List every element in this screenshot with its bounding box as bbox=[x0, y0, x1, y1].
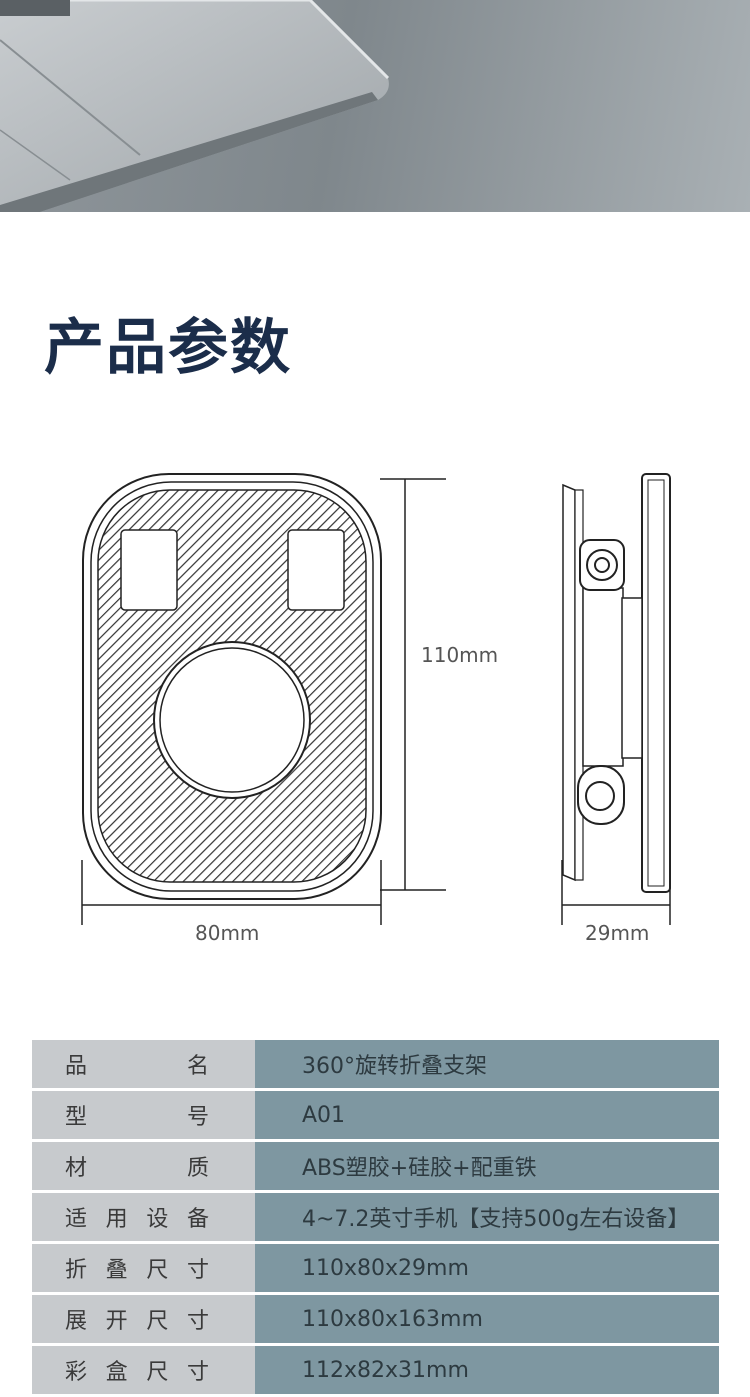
spec-value: 112x82x31mm bbox=[255, 1344, 719, 1397]
table-row: 材质 ABS塑胶+硅胶+配重铁 bbox=[32, 1140, 719, 1193]
spec-value: 4~7.2英寸手机【支持500g左右设备】 bbox=[255, 1191, 719, 1244]
height-dimension-line bbox=[380, 478, 446, 891]
table-row: 展开尺寸 110x80x163mm bbox=[32, 1293, 719, 1346]
spec-key: 材质 bbox=[65, 1156, 215, 1181]
spec-key: 折叠尺寸 bbox=[65, 1258, 215, 1283]
spec-key: 适用设备 bbox=[65, 1207, 215, 1232]
table-row: 型号 A01 bbox=[32, 1089, 719, 1142]
page-title: 产品参数 bbox=[44, 313, 292, 383]
spec-value: 110x80x29mm bbox=[255, 1242, 719, 1295]
table-row: 品名 360°旋转折叠支架 bbox=[32, 1040, 719, 1091]
spec-value: 360°旋转折叠支架 bbox=[255, 1040, 719, 1091]
front-view bbox=[82, 473, 382, 900]
spec-table: 品名 360°旋转折叠支架 型号 A01 材质 ABS塑胶+硅胶+配重铁 适用设… bbox=[32, 1040, 719, 1397]
side-view bbox=[562, 473, 671, 893]
width-dimension-line bbox=[81, 860, 382, 925]
product-diagram bbox=[81, 473, 671, 925]
table-row: 彩盒尺寸 112x82x31mm bbox=[32, 1344, 719, 1397]
depth-dimension-line bbox=[561, 860, 671, 925]
spec-key: 彩盒尺寸 bbox=[65, 1360, 215, 1385]
dimension-drawing: 110mm 80mm 29mm bbox=[0, 460, 750, 964]
spec-key: 品名 bbox=[65, 1054, 215, 1079]
depth-label: 29mm bbox=[585, 921, 650, 945]
spec-value: A01 bbox=[255, 1089, 719, 1142]
hero-laptop-photo bbox=[0, 0, 750, 212]
spec-value: 110x80x163mm bbox=[255, 1293, 719, 1346]
table-row: 适用设备 4~7.2英寸手机【支持500g左右设备】 bbox=[32, 1191, 719, 1244]
height-label: 110mm bbox=[421, 643, 499, 667]
table-row: 折叠尺寸 110x80x29mm bbox=[32, 1242, 719, 1295]
spec-key: 展开尺寸 bbox=[65, 1309, 215, 1334]
spec-key: 型号 bbox=[65, 1105, 215, 1130]
spec-value: ABS塑胶+硅胶+配重铁 bbox=[255, 1140, 719, 1193]
laptop-illustration bbox=[0, 0, 390, 212]
width-label: 80mm bbox=[195, 921, 260, 945]
